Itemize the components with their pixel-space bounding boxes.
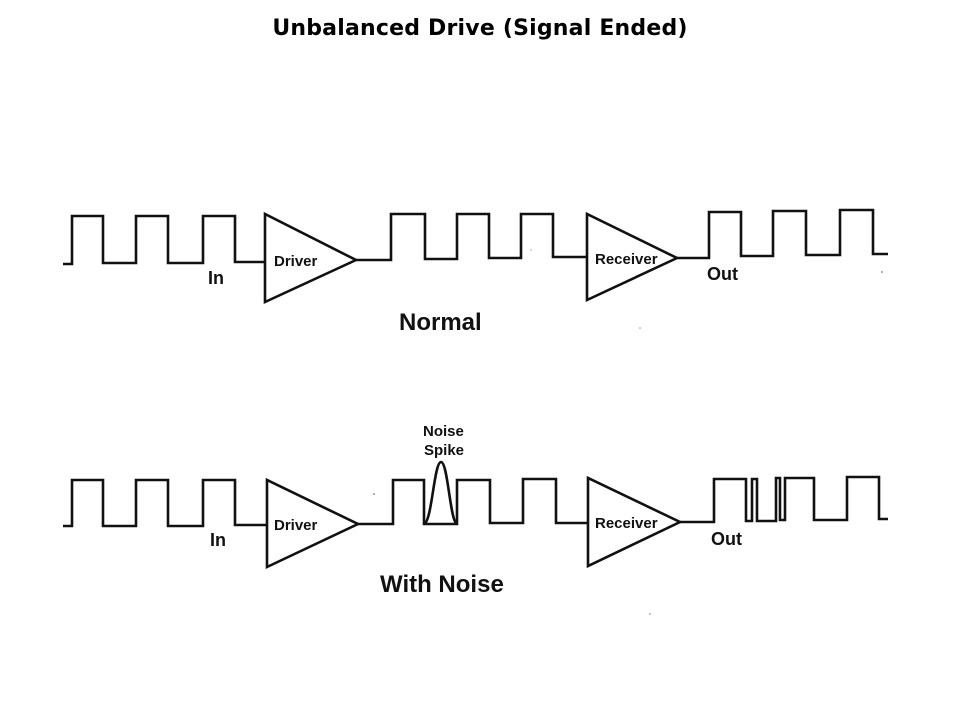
noise-receiver-amplifier: [586, 475, 684, 569]
noise-input-label: In: [210, 530, 226, 550]
noise-spike-label-line2: Spike: [424, 442, 464, 459]
noise-driver-amplifier: [265, 477, 362, 570]
noise-receiver-label: Receiver: [595, 515, 658, 532]
normal-mid-waveform: [356, 212, 588, 262]
normal-driver-amplifier: [263, 211, 359, 305]
noise-spike-label-line1: Noise: [423, 423, 464, 440]
noise-output-waveform: [680, 475, 888, 524]
noise-driver-label: Driver: [274, 517, 318, 534]
normal-input-waveform: [63, 214, 266, 266]
normal-driver-label: Driver: [274, 253, 318, 270]
normal-output-label: Out: [707, 264, 738, 284]
noise-input-waveform: [63, 478, 266, 528]
noise-spike: [423, 460, 458, 526]
noise-caption: With Noise: [380, 571, 504, 598]
noise-output-label: Out: [711, 529, 742, 549]
normal-input-label: In: [208, 268, 224, 288]
normal-row: Driver In Receiver Out Normal: [63, 208, 888, 336]
normal-receiver-label: Receiver: [595, 251, 658, 268]
scan-specks: [373, 249, 883, 615]
slide-title: Unbalanced Drive (Signal Ended): [272, 16, 688, 41]
normal-caption: Normal: [399, 309, 482, 336]
noise-mid-waveform: [358, 477, 590, 526]
normal-receiver-amplifier: [585, 211, 681, 303]
normal-output-waveform: [677, 208, 888, 260]
noise-row: Driver In Noise Spike Receiver Out With …: [63, 423, 888, 598]
